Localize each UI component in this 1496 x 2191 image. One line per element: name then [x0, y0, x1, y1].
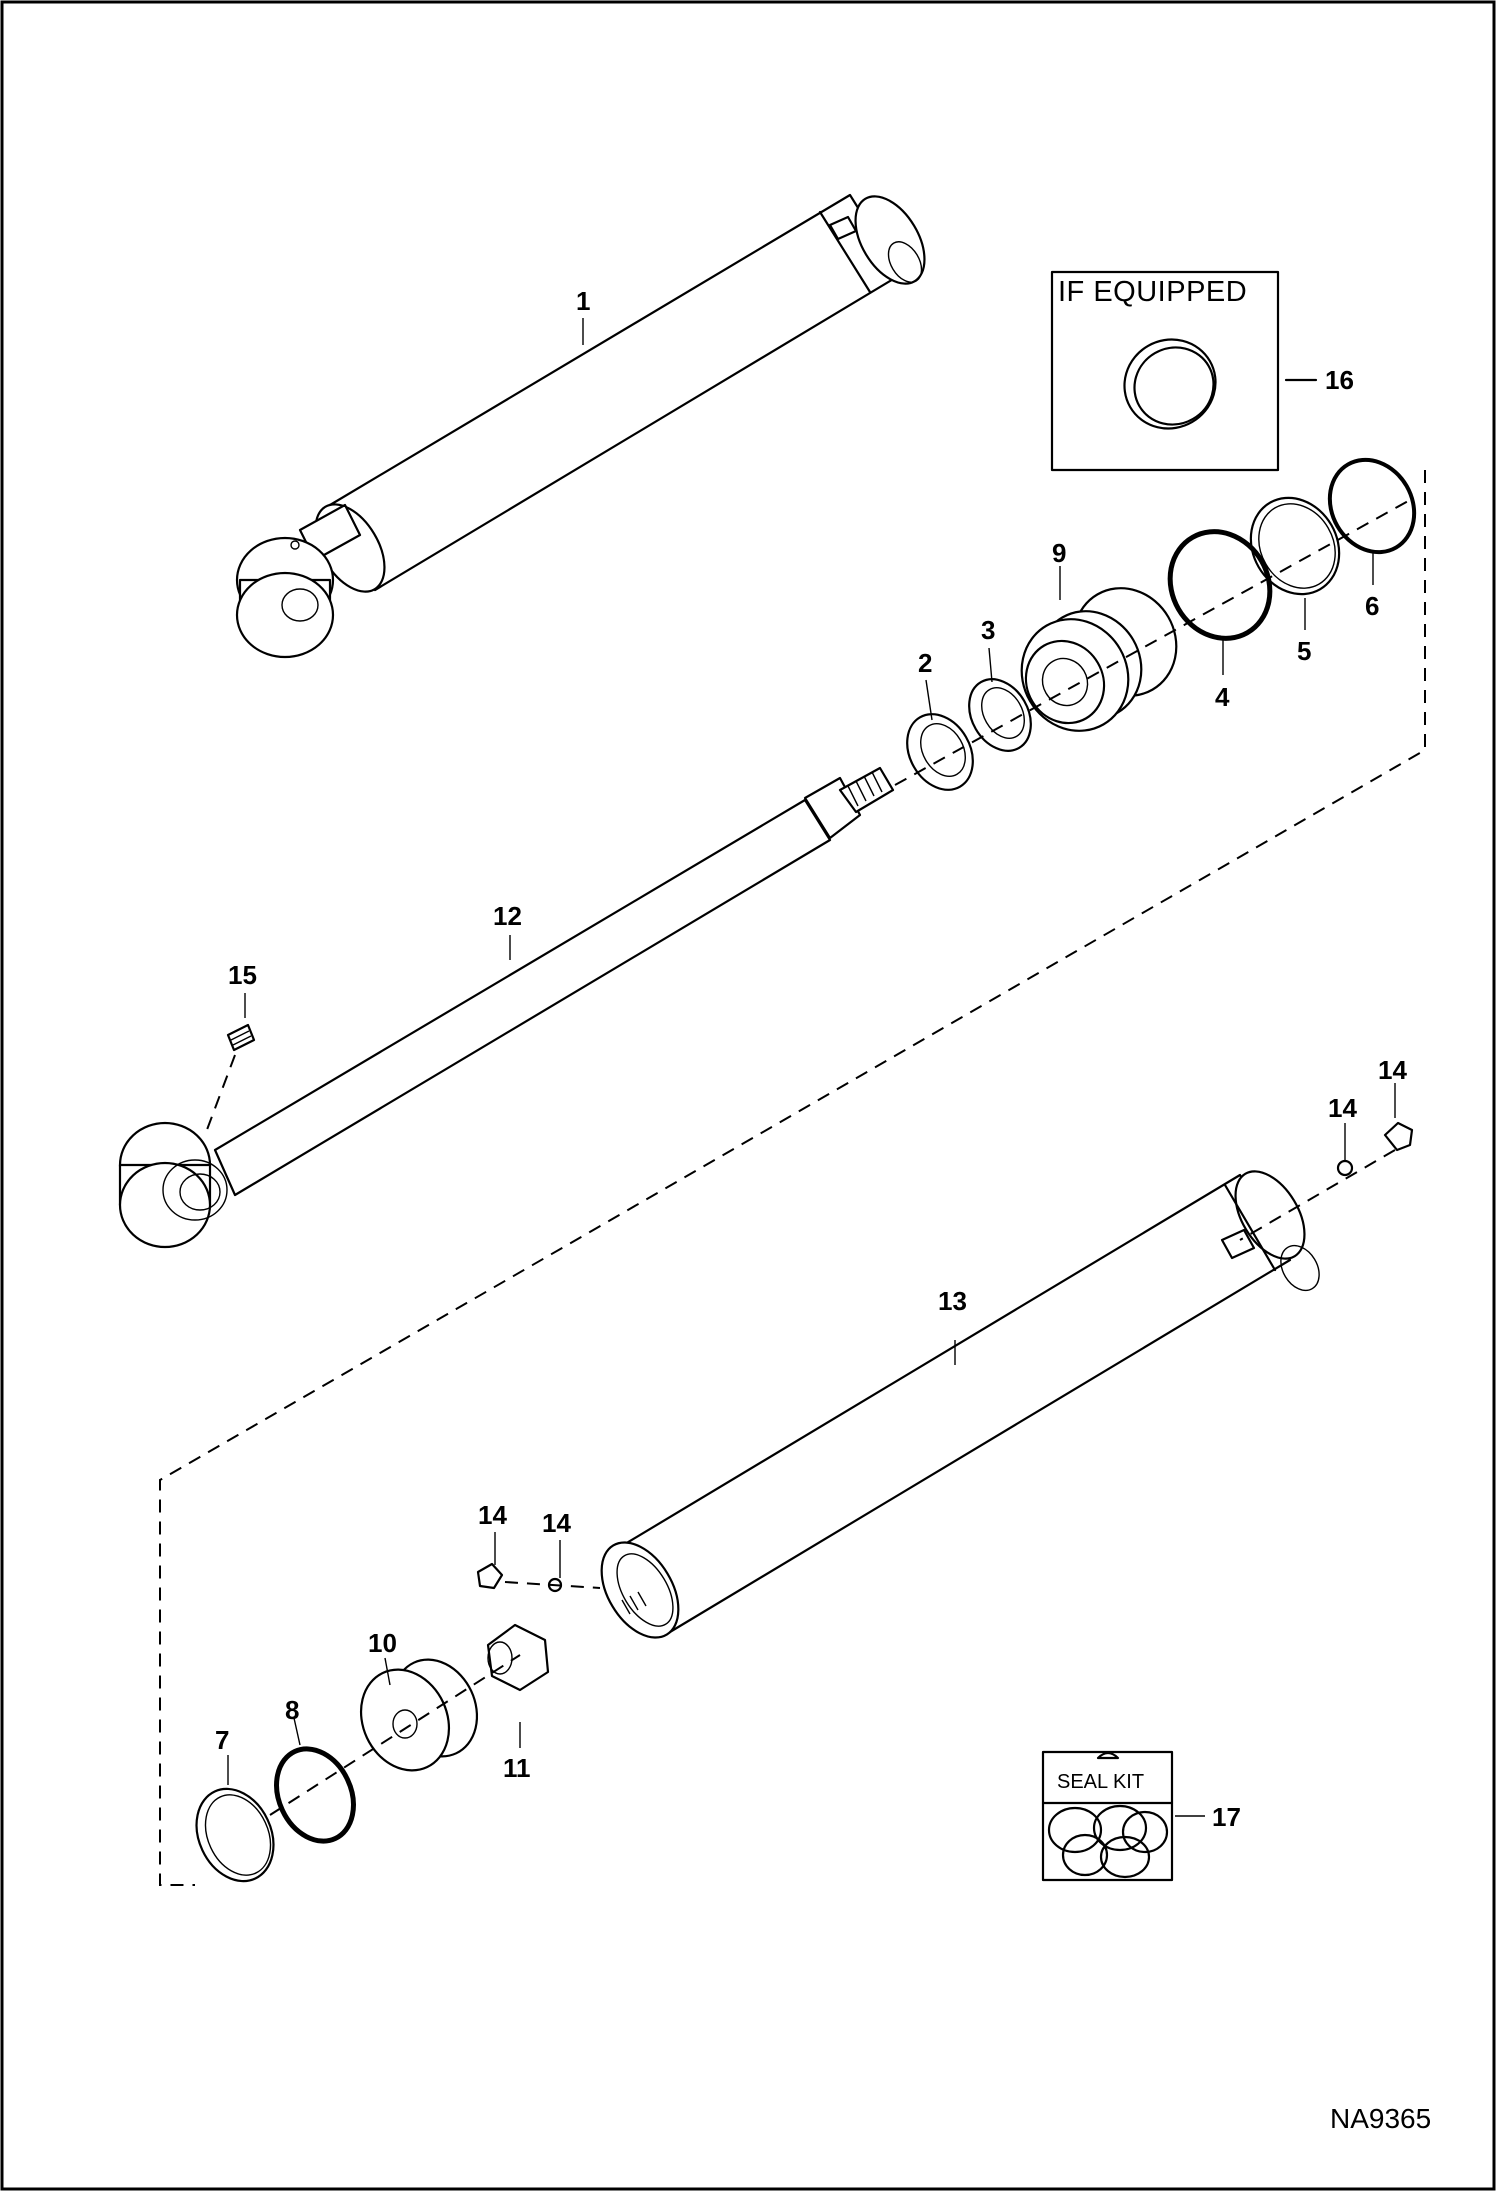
- callout-part-3: 3: [981, 615, 996, 645]
- assembled-cylinder-part-1: [235, 193, 926, 659]
- piston-part-10: [359, 1658, 479, 1772]
- callout-part-10: 10: [368, 1628, 397, 1658]
- figure-id: NA9365: [1330, 2103, 1432, 2134]
- callout-part-16: 16: [1325, 365, 1354, 395]
- callout-part-14-c: 14: [478, 1500, 507, 1530]
- callout-part-2: 2: [918, 648, 933, 678]
- nut-part-11: [486, 1623, 550, 1692]
- plug-part-14-lower: [476, 1562, 504, 1590]
- callout-part-17: 17: [1212, 1802, 1241, 1832]
- gland-part-9: [1020, 587, 1178, 732]
- callout-part-7: 7: [215, 1725, 230, 1755]
- callout-part-5: 5: [1297, 636, 1312, 666]
- if-equipped-box: [1050, 270, 1280, 472]
- callout-part-4: 4: [1215, 682, 1230, 712]
- plug-part-14-top: [1383, 1121, 1414, 1152]
- callout-part-14-b: 14: [1328, 1093, 1357, 1123]
- if-equipped-label: IF EQUIPPED: [1058, 276, 1248, 308]
- seal-kit-bag-icon: [1096, 1751, 1120, 1760]
- callout-part-6: 6: [1365, 591, 1380, 621]
- washer-part-14-top: [1336, 1159, 1354, 1177]
- grease-fitting-part-15: [226, 1023, 256, 1052]
- o-ring-part-8: [274, 1746, 356, 1844]
- callout-leaders: [227, 318, 1396, 1817]
- backup-ring-part-7: [195, 1787, 275, 1883]
- callout-part-11: 11: [503, 1753, 531, 1783]
- backup-ring-part-5: [1249, 496, 1341, 596]
- callout-part-8: 8: [285, 1695, 300, 1725]
- o-ring-part-6: [1327, 457, 1417, 555]
- wiper-part-2: [906, 713, 974, 791]
- callout-part-12: 12: [493, 901, 522, 931]
- o-ring-part-4: [1167, 529, 1273, 641]
- callout-part-1: 1: [576, 286, 591, 316]
- assembly-centerline-upper: [894, 499, 1411, 786]
- callout-part-14-d: 14: [542, 1508, 571, 1538]
- callout-part-13: 13: [938, 1286, 967, 1316]
- seal-kit-rings-icon: [1047, 1804, 1169, 1879]
- rod-part-12: [118, 766, 895, 1249]
- rod-seal-part-3: [968, 678, 1032, 752]
- callout-part-15: 15: [228, 960, 257, 990]
- seal-kit-label: SEAL KIT: [1057, 1771, 1145, 1793]
- backup-ring-part-16: [1123, 338, 1217, 430]
- callout-part-14-a: 14: [1378, 1055, 1407, 1085]
- barrel-part-13: [600, 1170, 1320, 1639]
- assembly-leader-dashed: [159, 470, 1426, 1886]
- callout-part-9: 9: [1052, 538, 1067, 568]
